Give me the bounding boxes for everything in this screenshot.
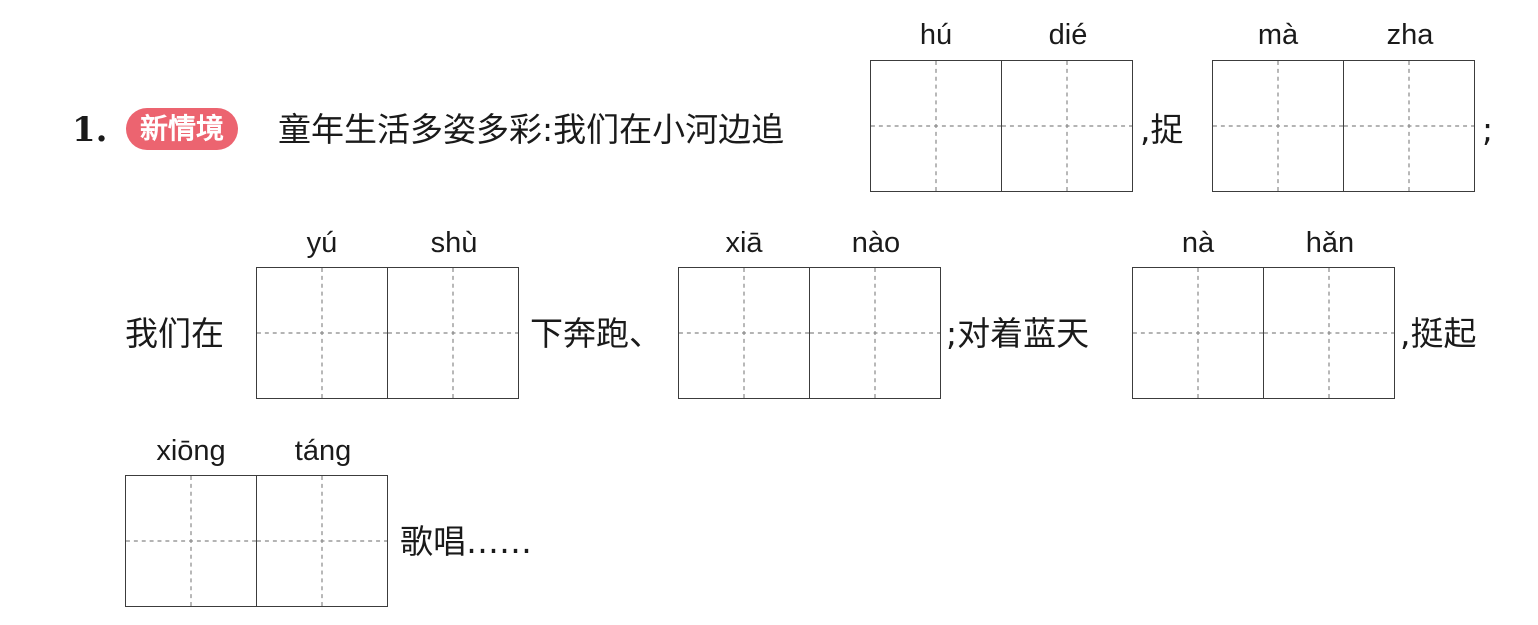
cell-guide-lines: [1133, 268, 1263, 398]
pinyin-label: hǎn: [1305, 227, 1355, 259]
writing-cell[interactable]: [678, 267, 810, 399]
text-to-sky: ;对着蓝天: [946, 314, 1090, 353]
writing-cell[interactable]: [1002, 60, 1133, 192]
pinyin-label: hú: [919, 19, 953, 51]
writing-cell[interactable]: [1212, 60, 1344, 192]
writing-cell[interactable]: [125, 475, 257, 607]
writing-cell[interactable]: [1344, 60, 1475, 192]
pinyin-label: xiōng: [156, 435, 226, 467]
text-semicolon: ;: [1482, 110, 1494, 149]
cell-guide-lines: [871, 61, 1001, 191]
cell-guide-lines: [126, 476, 256, 606]
cell-guide-lines: [388, 268, 518, 398]
question-intro-text: 童年生活多姿多彩:我们在小河边追: [278, 110, 785, 149]
question-number: 1.: [72, 110, 108, 150]
pinyin-label: yú: [306, 227, 338, 259]
pinyin-label: nà: [1181, 227, 1215, 259]
writing-cell[interactable]: [1264, 267, 1395, 399]
text-women-zai: 我们在: [125, 314, 224, 353]
pinyin-label: xiā: [725, 227, 763, 259]
cell-guide-lines: [810, 268, 940, 398]
text-comma-catch: ,捉: [1140, 110, 1184, 149]
pinyin-label: dié: [1048, 19, 1088, 51]
pinyin-label: shù: [430, 227, 478, 259]
writing-cell[interactable]: [388, 267, 519, 399]
cell-guide-lines: [679, 268, 809, 398]
text-sing: 歌唱……: [400, 522, 532, 561]
writing-cell[interactable]: [810, 267, 941, 399]
writing-cell[interactable]: [256, 267, 388, 399]
cell-guide-lines: [1264, 268, 1394, 398]
text-stand-up: ,挺起: [1400, 314, 1477, 353]
text-run-under: 下奔跑、: [530, 314, 662, 353]
cell-guide-lines: [257, 268, 387, 398]
pinyin-label: nào: [851, 227, 901, 259]
cell-guide-lines: [1344, 61, 1474, 191]
cell-guide-lines: [1002, 61, 1132, 191]
cell-guide-lines: [1213, 61, 1343, 191]
pinyin-label: táng: [294, 435, 352, 467]
writing-cell[interactable]: [870, 60, 1002, 192]
new-context-tag: 新情境: [126, 108, 239, 150]
writing-cell[interactable]: [1132, 267, 1264, 399]
cell-guide-lines: [257, 476, 387, 606]
pinyin-label: zha: [1386, 19, 1434, 51]
pinyin-label: mà: [1257, 19, 1299, 51]
writing-cell[interactable]: [257, 475, 388, 607]
